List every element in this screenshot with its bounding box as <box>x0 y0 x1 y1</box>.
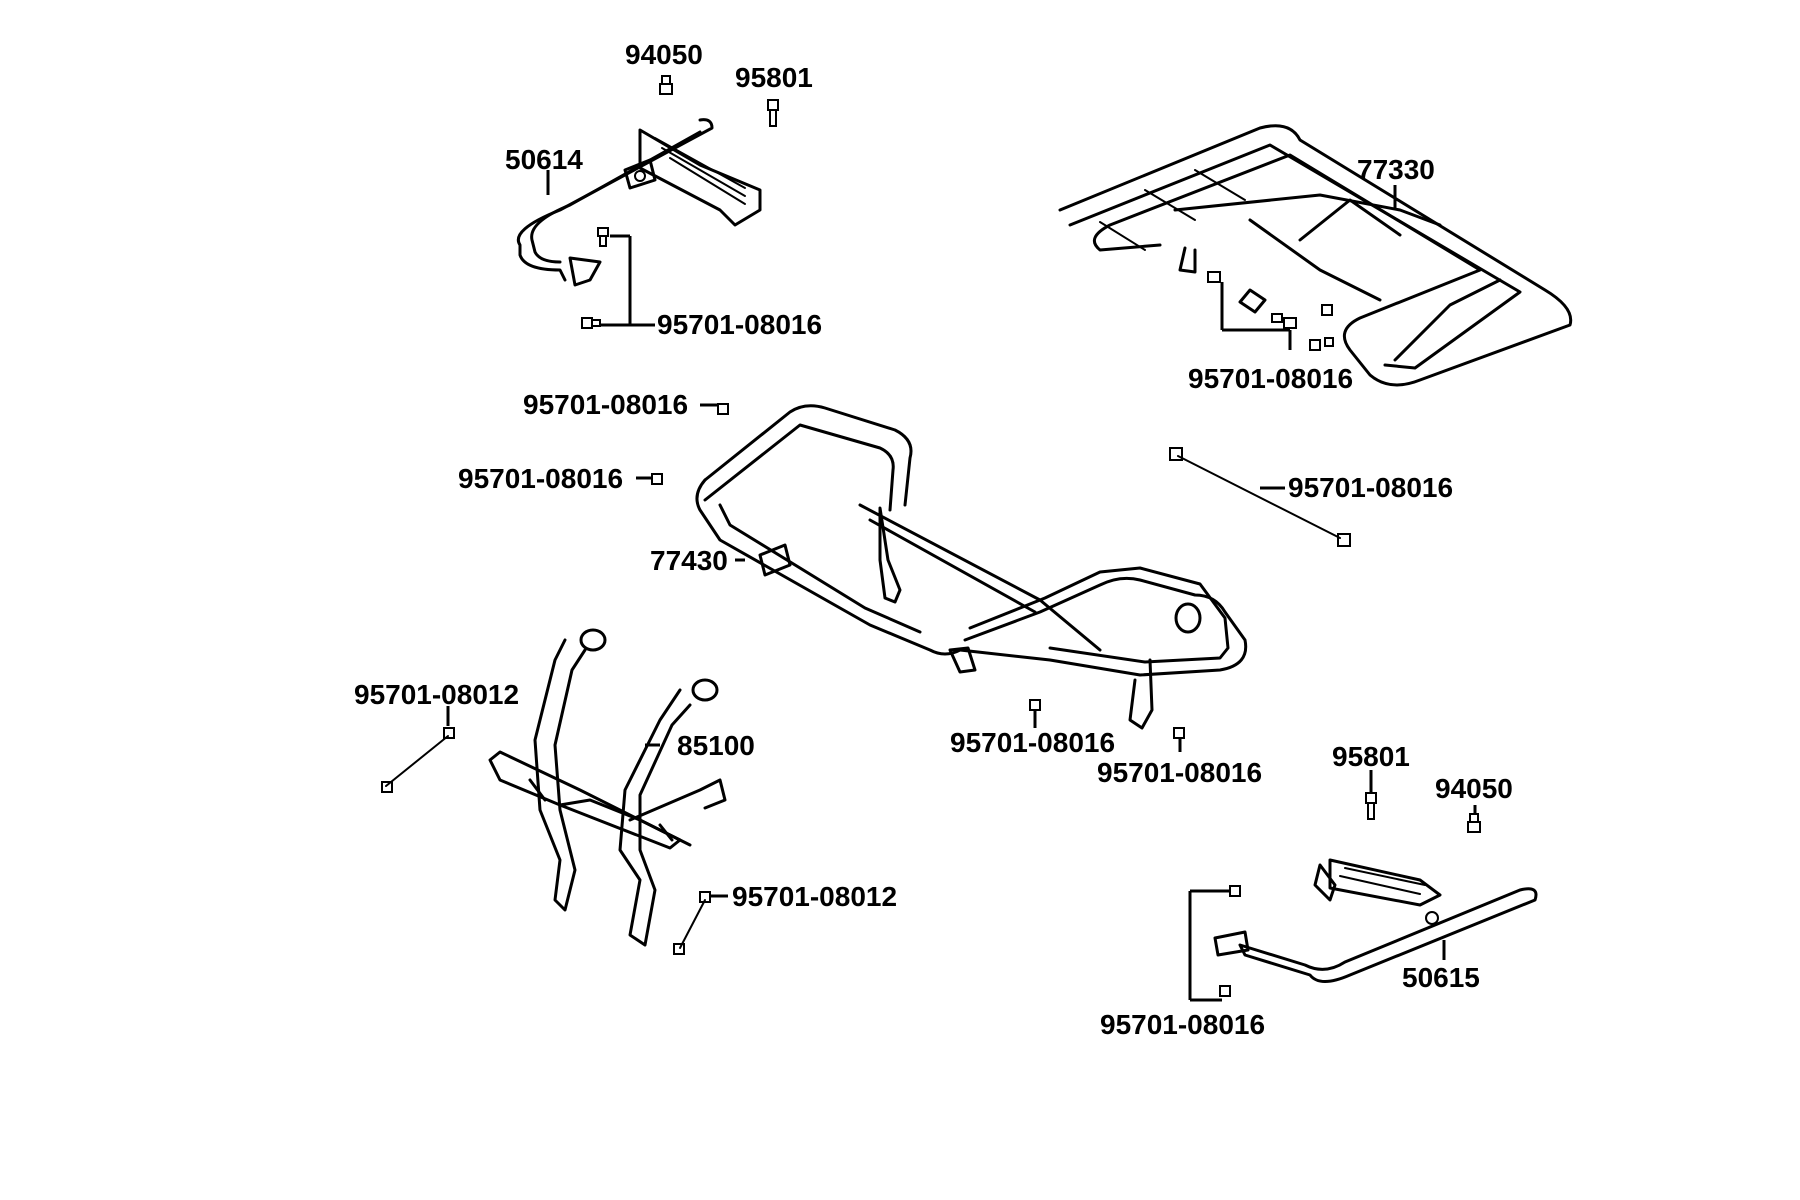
bolt-95801-top <box>767 99 779 127</box>
bolt-95801-br <box>1365 792 1377 820</box>
label-50614: 50614 <box>505 144 583 175</box>
bolts-95701-08012 <box>381 727 711 955</box>
label-95701-08016-bottom-b: 95701-08016 <box>1097 757 1262 788</box>
label-95701-08016-mid-b: 95701-08016 <box>458 463 623 494</box>
label-95801-br: 95801 <box>1332 741 1410 772</box>
front-rack-77430 <box>695 404 1248 730</box>
footrest-left-50614 <box>517 118 762 287</box>
front-bumper-85100 <box>488 628 727 947</box>
label-95701-08016-tl: 95701-08016 <box>657 309 822 340</box>
label-95701-08016-mid-a: 95701-08016 <box>523 389 688 420</box>
tie-rod-bl-b <box>679 899 706 949</box>
label-94050-br: 94050 <box>1435 773 1513 804</box>
bolt-94050-top <box>659 75 673 95</box>
label-95701-08012-b: 95701-08012 <box>732 881 897 912</box>
rear-rack-77330 <box>1058 124 1573 387</box>
label-77430: 77430 <box>650 545 728 576</box>
footrest-right-50615 <box>1213 858 1538 983</box>
tie-rod-bl-a <box>385 735 449 787</box>
label-50615: 50615 <box>1402 962 1480 993</box>
label-95701-08016-bottom-a: 95701-08016 <box>950 727 1115 758</box>
leader-lines <box>446 170 1477 1002</box>
label-95701-08016-tr: 95701-08016 <box>1188 363 1353 394</box>
bolts-95701-08016-front-rack <box>651 403 1351 739</box>
bolt-94050-br <box>1467 813 1481 833</box>
tie-rod-right <box>1177 455 1341 539</box>
bolts-95701-08016-br <box>1219 885 1241 997</box>
label-95801-top: 95801 <box>735 62 813 93</box>
label-94050-top: 94050 <box>625 39 703 70</box>
label-95701-08016-right: 95701-08016 <box>1288 472 1453 503</box>
bolt-95701-08016-tl-a <box>597 227 609 247</box>
label-95701-08012-a: 95701-08012 <box>354 679 519 710</box>
label-77330: 77330 <box>1357 154 1435 185</box>
bolt-95701-08016-tl-b <box>581 317 601 329</box>
label-85100: 85100 <box>677 730 755 761</box>
label-95701-08016-br: 95701-08016 <box>1100 1009 1265 1040</box>
bolts-95701-08016-rear-rack <box>1207 271 1334 351</box>
